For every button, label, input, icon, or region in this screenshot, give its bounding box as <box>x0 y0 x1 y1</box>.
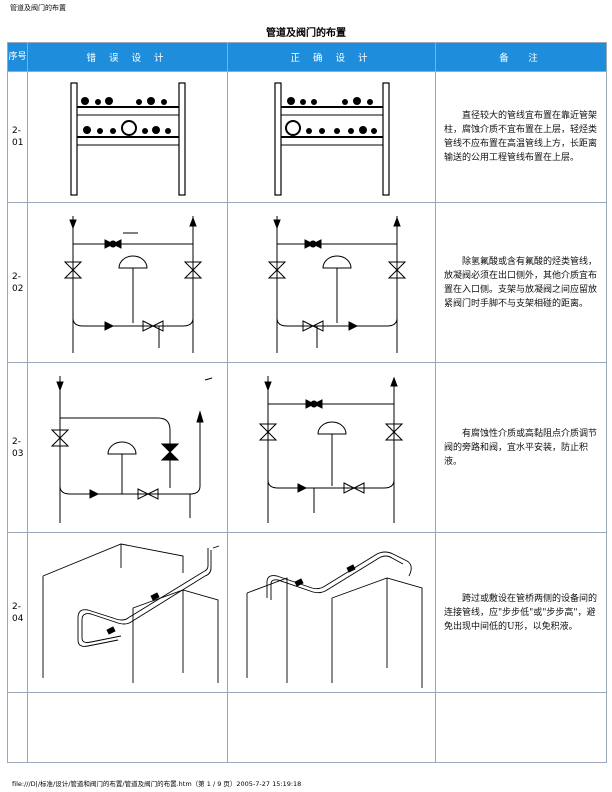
page-header-breadcrumb: 管道及阀门的布置 <box>10 4 66 12</box>
row-id: 2-02 <box>7 202 28 363</box>
column-header-seq: 序号 <box>7 42 28 72</box>
pipe-bridge-right-diagram <box>246 551 422 688</box>
wrong-design-figure <box>27 202 228 363</box>
row-note: 跨过或敷设在管桥两侧的设备间的连接管线，应"步步低"或"步步高"，避免出现中间低… <box>435 532 607 693</box>
row-note: 除氢氟酸或含有氟酸的烃类管线，放凝阀必须在出口侧外，其他介质宜布置在入口侧。支架… <box>435 202 607 363</box>
wrong-design-figure <box>27 71 228 203</box>
comparison-table: 序号 错 误 设 计 正 确 设 计 备 注 2-01 <box>7 42 607 763</box>
page-footer-path: file:///D|/标准/设计/管道和阀门的布置/管道及阀门的布置.htm（第… <box>12 780 302 788</box>
table-row-empty <box>7 692 607 763</box>
row-id: 2-04 <box>7 532 28 693</box>
control-valve-bypass-wrong-diagram <box>50 375 213 523</box>
row-note: 直径较大的管线宜布置在靠近管架柱，腐蚀介质不宜布置在上层，轻烃类管线不应布置在高… <box>435 71 607 203</box>
column-header-note: 备 注 <box>435 42 607 72</box>
wrong-design-figure <box>27 532 228 693</box>
column-header-right: 正 确 设 计 <box>227 42 436 72</box>
table-row: 2-03 <box>7 362 607 533</box>
valve-layout-right-diagram <box>267 215 406 353</box>
control-valve-bypass-right-diagram <box>258 375 404 523</box>
table-row: 2-04 <box>7 532 607 693</box>
pipe-bridge-wrong-diagram <box>42 543 219 683</box>
right-design-figure <box>227 202 436 363</box>
row-note: 有腐蚀性介质或高黏阻点介质调节阀的旁路和阀，宜水平安装，防止积液。 <box>435 362 607 533</box>
table-row: 2-01 <box>7 71 607 203</box>
pipe-rack-wrong-diagram <box>69 82 186 196</box>
column-header-wrong: 错 误 设 计 <box>27 42 228 72</box>
pipe-rack-right-diagram <box>273 82 390 196</box>
wrong-design-figure <box>27 362 228 533</box>
table-row: 2-02 <box>7 202 607 363</box>
row-id: 2-03 <box>7 362 28 533</box>
valve-layout-wrong-diagram <box>63 215 202 353</box>
page-title: 管道及阀门的布置 <box>266 28 346 39</box>
right-design-figure <box>227 362 436 533</box>
table-header-row: 序号 错 误 设 计 正 确 设 计 备 注 <box>7 42 607 72</box>
row-id: 2-01 <box>7 71 28 203</box>
right-design-figure <box>227 71 436 203</box>
right-design-figure <box>227 532 436 693</box>
